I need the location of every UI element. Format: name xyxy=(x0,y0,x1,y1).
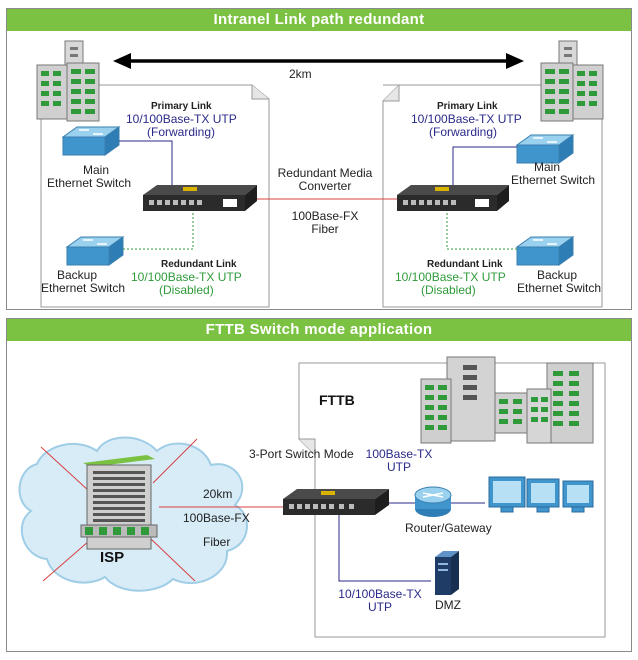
right-backup-switch-label-2: Ethernet Switch xyxy=(517,281,602,295)
fttb-label: FTTB xyxy=(319,392,355,408)
right-redundant-link-title: Redundant Link xyxy=(427,259,503,270)
dmz-label: DMZ xyxy=(435,598,461,612)
converter-label-1: Redundant Media xyxy=(277,166,373,180)
pc-screens xyxy=(493,481,589,503)
distance-arrow-right xyxy=(506,53,524,69)
top-panel: Intranel Link path redundant xyxy=(6,8,632,310)
uplink-type-label-2: UTP xyxy=(387,460,411,474)
right-redundant-link xyxy=(446,207,517,250)
left-backup-switch-label-2: Ethernet Switch xyxy=(41,281,126,295)
left-main-switch-label-1: Main xyxy=(82,163,109,177)
top-diagram xyxy=(36,40,604,308)
bottom-fiber-label-2: Fiber xyxy=(203,535,231,549)
right-building-icon xyxy=(540,40,604,122)
left-primary-link xyxy=(119,140,173,189)
fttb-building-icon xyxy=(420,356,594,444)
left-primary-link-state: (Forwarding) xyxy=(147,125,216,139)
switch-mode-label: 3-Port Switch Mode xyxy=(249,447,354,461)
right-media-converter-icon xyxy=(397,185,509,211)
top-fiber-label-2: Fiber xyxy=(311,222,339,236)
right-redundant-link-type: 10/100Base-TX UTP xyxy=(395,270,506,284)
isp-label: ISP xyxy=(100,549,125,566)
bottom-diagram xyxy=(18,356,606,638)
right-backup-switch-label-1: Backup xyxy=(537,268,578,282)
left-redundant-link xyxy=(123,207,194,250)
converter-label-2: Converter xyxy=(298,179,352,193)
left-building-icon xyxy=(36,40,100,122)
right-primary-link-state: (Forwarding) xyxy=(429,125,498,139)
right-main-switch-icon xyxy=(515,134,575,164)
left-redundant-link-type: 10/100Base-TX UTP xyxy=(131,270,242,284)
left-main-switch-icon xyxy=(61,126,121,156)
right-main-switch-label-1: Main xyxy=(533,160,560,174)
distance-arrow-left xyxy=(113,53,131,69)
left-media-converter-icon xyxy=(143,185,257,211)
left-primary-link-type: 10/100Base-TX UTP xyxy=(126,112,237,126)
isp-cross-lines xyxy=(40,438,198,582)
right-primary-link xyxy=(452,146,517,189)
left-site-frame xyxy=(40,84,270,308)
top-fiber-label-1: 100Base-FX xyxy=(291,209,359,223)
isp-building-icon xyxy=(80,455,158,550)
dmz-link-label-2: UTP xyxy=(368,600,392,614)
bottom-media-converter-icon xyxy=(283,489,389,515)
fttb-site-fold xyxy=(299,438,316,455)
left-redundant-link-title: Redundant Link xyxy=(161,259,237,270)
right-main-switch-label-2: Ethernet Switch xyxy=(511,173,596,187)
left-backup-switch-icon xyxy=(65,236,125,266)
uplink-type-label-1: 100Base-TX xyxy=(365,447,433,461)
dmz-link-label-1: 10/100Base-TX xyxy=(338,587,422,601)
right-redundant-link-state: (Disabled) xyxy=(421,283,476,297)
router-label: Router/Gateway xyxy=(405,521,492,535)
left-site-fold xyxy=(251,85,269,100)
bottom-banner-title: FTTB Switch mode application xyxy=(7,319,631,341)
left-main-switch-label-2: Ethernet Switch xyxy=(47,176,132,190)
bottom-distance-label: 20km xyxy=(203,487,233,501)
right-primary-link-title: Primary Link xyxy=(437,101,498,112)
bottom-panel: FTTB Switch mode application xyxy=(6,318,632,652)
left-redundant-link-state: (Disabled) xyxy=(159,283,214,297)
left-primary-link-title: Primary Link xyxy=(151,101,212,112)
top-distance-label: 2km xyxy=(289,67,312,81)
dmz-server-icon xyxy=(435,551,459,595)
right-backup-switch-icon xyxy=(515,236,575,266)
left-backup-switch-label-1: Backup xyxy=(57,268,98,282)
bottom-fiber-label-1: 100Base-FX xyxy=(183,511,250,525)
right-site-fold xyxy=(383,85,400,102)
top-banner-title: Intranel Link path redundant xyxy=(7,9,631,31)
right-primary-link-type: 10/100Base-TX UTP xyxy=(411,112,522,126)
router-icon xyxy=(414,486,452,517)
dmz-link xyxy=(338,515,431,582)
